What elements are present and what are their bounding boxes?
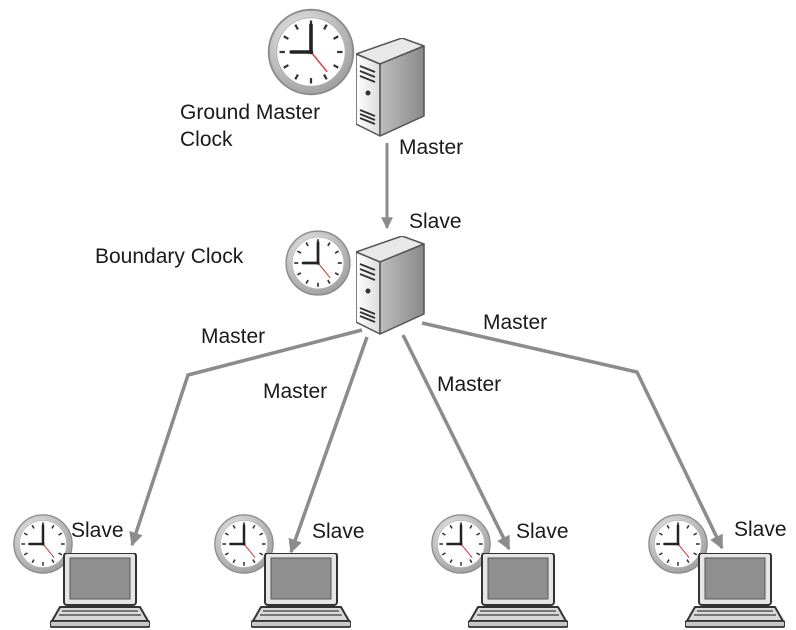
ground-master-server-icon [356,38,425,137]
uplink-master-label: Master [399,136,464,159]
ground-master-clock-icon [266,7,356,97]
client-3-laptop-icon [468,553,568,628]
ground-master-label-line2: Clock [180,128,233,151]
uplink-slave-label: Slave [409,210,462,233]
downlink-arrow-1 [129,328,363,547]
downlink-1-master-label: Master [201,325,266,348]
client-2-slave-label: Slave [312,520,365,543]
downlink-arrow-3 [401,334,511,551]
ground-master-label-line1: Ground Master [180,101,321,124]
client-1-slave-label: Slave [71,519,124,542]
client-4-laptop-icon [685,553,785,628]
client-2-laptop-icon [251,553,351,628]
boundary-clock-icon [284,229,352,297]
client-1-laptop-icon [50,553,150,628]
downlink-arrow-4 [421,321,724,550]
client-3-slave-label: Slave [516,520,569,543]
client-4-slave-label: Slave [734,518,787,541]
boundary-server-icon [356,236,425,335]
downlink-2-master-label: Master [263,380,328,403]
downlink-3-master-label: Master [437,373,502,396]
downlink-arrow-2 [288,336,369,554]
boundary-clock-label: Boundary Clock [95,245,244,268]
downlink-4-master-label: Master [483,311,548,334]
